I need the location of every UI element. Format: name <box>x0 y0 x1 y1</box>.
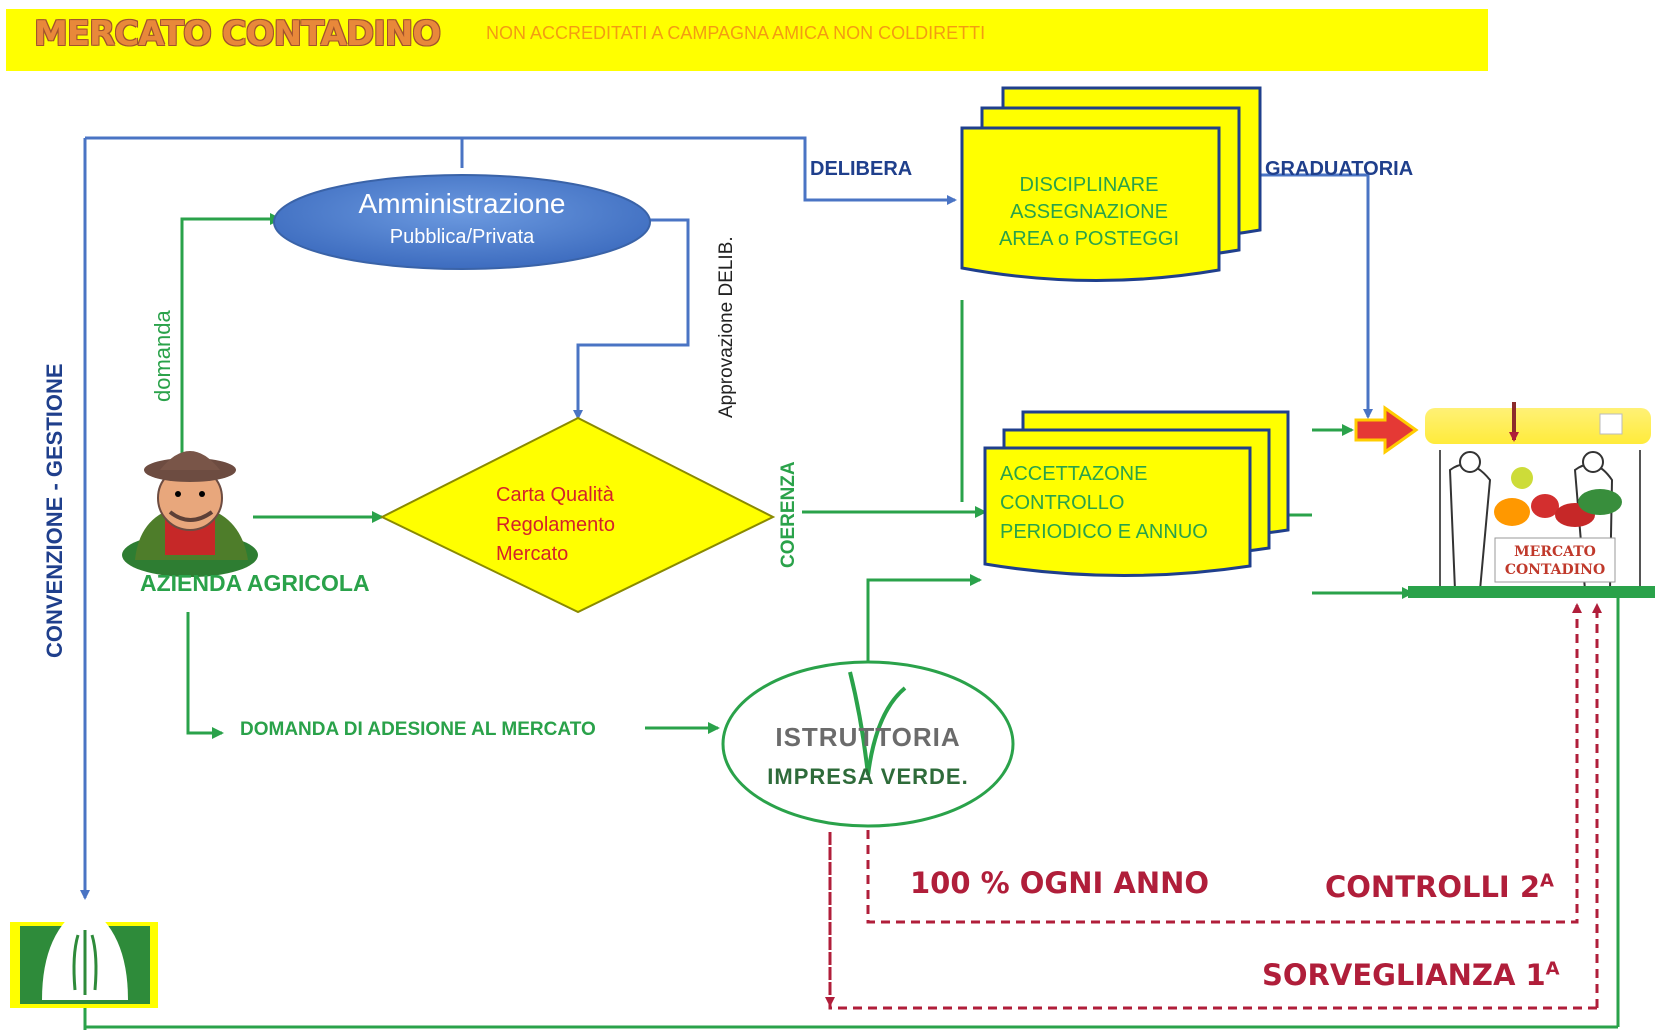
red-arrow-icon <box>1354 405 1419 455</box>
sorveglianza-text: SORVEGLIANZA 1 <box>1262 958 1546 992</box>
carta-line1: Carta Qualità <box>496 484 614 506</box>
istruttoria-title: ISTRUTTORIA <box>775 722 961 752</box>
controlli-sup: A <box>1540 870 1554 892</box>
blue-connectors <box>80 136 1373 900</box>
title-banner <box>6 9 1488 71</box>
sorveglianza-label: SORVEGLIANZA 1A <box>1262 958 1560 992</box>
istruttoria-ellipse <box>721 660 1015 828</box>
sorveglianza-sup: A <box>1545 958 1560 980</box>
green-connectors <box>83 213 1620 1030</box>
accettazione-line3: PERIODICO E ANNUO <box>1000 521 1208 543</box>
approvazione-label: Approvazione DELIB. <box>716 236 737 418</box>
carta-line3: Mercato <box>496 543 569 565</box>
banner-title: MERCATO CONTADINO <box>34 14 441 54</box>
domanda-label: domanda <box>150 310 175 402</box>
controlli-text: CONTROLLI 2 <box>1325 870 1540 904</box>
mercato-sign-line1: MERCATO <box>1514 544 1596 560</box>
disciplinare-doc-stack <box>960 86 1262 283</box>
delibera-label: DELIBERA <box>810 158 913 180</box>
disciplinare-line1: DISCIPLINARE <box>1019 174 1159 196</box>
market-stall-icon <box>1408 408 1655 598</box>
banner-subtitle: NON ACCREDITATI A CAMPAGNA AMICA NON COL… <box>486 23 986 43</box>
coerenza-label: COERENZA <box>778 461 799 568</box>
cento-ogni-anno-label: 100 % OGNI ANNO <box>910 866 1210 900</box>
domanda-adesione-label: DOMANDA DI ADESIONE AL MERCATO <box>240 719 596 740</box>
amministrazione-ellipse <box>273 174 651 270</box>
mercato-sign-line2: CONTADINO <box>1504 562 1606 578</box>
impresa-verde-leaf-icon <box>848 671 907 776</box>
convenzione-label: CONVENZIONE - GESTIONE <box>42 363 67 658</box>
accettazione-line2: CONTROLLO <box>1000 492 1125 514</box>
amministrazione-subtitle: Pubblica/Privata <box>389 226 535 248</box>
accettazione-doc-stack <box>983 410 1290 578</box>
istruttoria-subtitle: IMPRESA VERDE. <box>767 764 969 789</box>
farmer-icon <box>122 451 258 577</box>
red-dashed-connectors <box>825 603 1602 1010</box>
coldiretti-logo-icon <box>10 905 158 1008</box>
graduatoria-label: GRADUATORIA <box>1265 158 1414 180</box>
disciplinare-line3: AREA o POSTEGGI <box>998 228 1180 250</box>
azienda-label: AZIENDA AGRICOLA <box>140 570 370 596</box>
disciplinare-line2: ASSEGNAZIONE <box>1010 201 1168 223</box>
carta-line2: Regolamento <box>496 514 615 536</box>
carta-diamond <box>379 416 776 614</box>
amministrazione-title: Amministrazione <box>358 188 566 219</box>
accettazione-line1: ACCETTAZONE <box>1000 463 1148 485</box>
controlli-label: CONTROLLI 2A <box>1325 870 1554 904</box>
